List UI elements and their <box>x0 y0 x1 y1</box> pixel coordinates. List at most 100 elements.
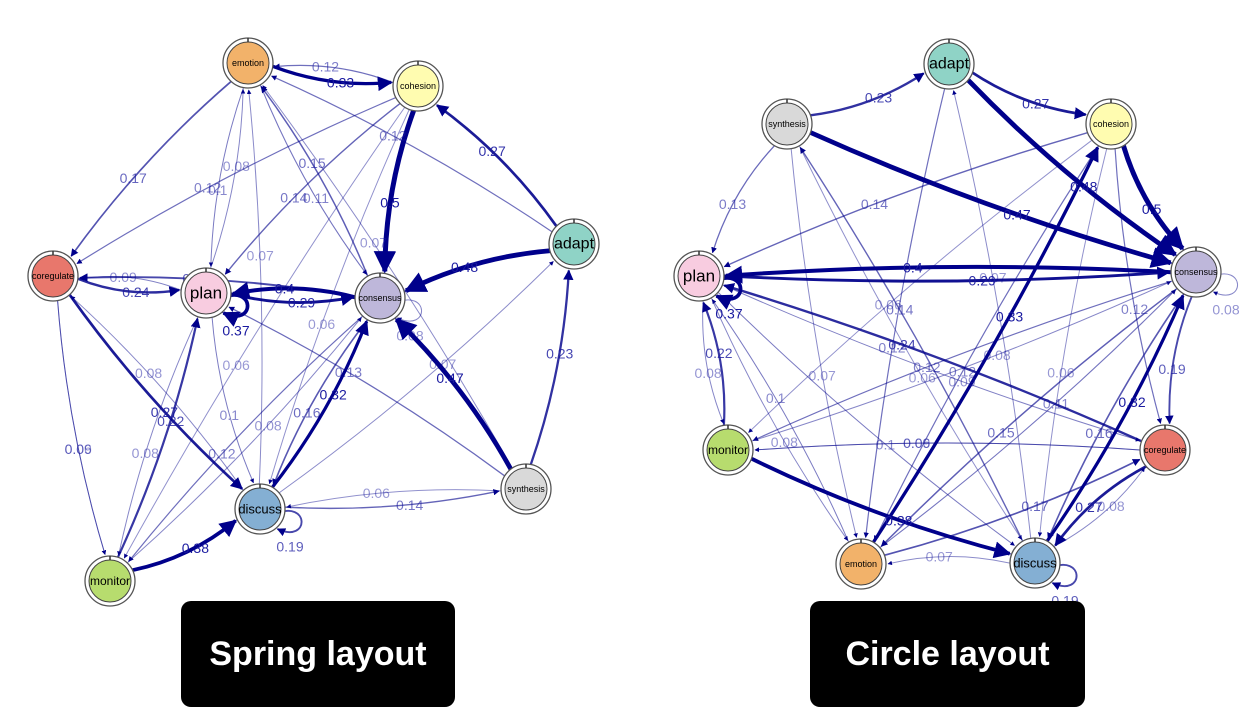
edge-monitor-to-discuss: 0.38 <box>132 519 237 573</box>
edge-cohesion-to-coregulate: 0.12 <box>76 96 397 265</box>
edge-line <box>752 280 1173 441</box>
edge-monitor-to-consensus: 0.08 <box>751 281 1172 442</box>
edge-weight-label: 0.29 <box>969 273 996 289</box>
edge-weight-label: 0.12 <box>913 359 940 375</box>
edge-line <box>262 85 513 469</box>
edge-weight-label: 0.33 <box>996 309 1023 325</box>
edge-coregulate-to-discuss: 0.27 <box>1054 465 1147 547</box>
edge-consensus-to-discuss: 0.16 <box>272 319 369 487</box>
edge-line <box>871 146 1100 544</box>
edge-discuss-to-consensus: 0.32 <box>271 320 369 489</box>
edge-weight-label: 0.5 <box>380 195 400 211</box>
edge-line <box>809 130 1173 268</box>
edge-weight-label: 0.12 <box>194 180 221 196</box>
edge-line <box>711 299 850 543</box>
edge-weight-label: 0.24 <box>122 284 149 300</box>
node-emotion[interactable]: emotion <box>835 538 887 590</box>
edge-line <box>799 146 1024 542</box>
edge-line <box>70 80 232 257</box>
edge-weight-label: 0.5 <box>1142 201 1162 217</box>
edge-plan-to-emotion: 0.08 <box>210 89 250 269</box>
spring-nodes: emotion cohesion adapt coregulate plan consen… <box>27 37 600 607</box>
edge-line <box>873 145 1100 542</box>
edge-synthesis-to-emotion: 0.07 <box>790 148 858 538</box>
edge-line <box>884 458 1141 557</box>
node-plan[interactable]: plan <box>180 267 232 319</box>
edge-discuss-to-emotion: 0.07 <box>247 89 274 485</box>
edge-plan-to-emotion: 0.08 <box>710 297 849 541</box>
edge-weight-label: 0.38 <box>182 540 209 556</box>
node-monitor[interactable]: monitor <box>84 555 136 607</box>
edge-coregulate-to-plan: 0.24 <box>723 283 1143 443</box>
edge-line <box>1165 296 1193 425</box>
node-synthesis[interactable]: synthesis <box>500 463 552 515</box>
edge-weight-label: 0.06 <box>909 370 936 386</box>
edge-consensus-to-coregulate: 0.19 <box>1158 296 1193 425</box>
edge-weight-label: 0.15 <box>298 155 325 171</box>
edge-emotion-to-coregulate: 0.17 <box>884 458 1141 557</box>
edge-line <box>723 266 1171 283</box>
edge-discuss-to-coregulate: 0.08 <box>1053 467 1146 548</box>
node-consensus[interactable]: consensus <box>354 272 406 324</box>
edge-weight-label: 0.22 <box>157 413 184 429</box>
edge-line <box>272 64 393 92</box>
node-coregulate[interactable]: coregulate <box>1139 424 1191 476</box>
edge-weight-label: 0.16 <box>1085 425 1112 441</box>
edge-consensus-to-plan: 0.4 <box>724 259 1172 284</box>
edge-line <box>748 139 1093 433</box>
edge-line <box>271 320 369 489</box>
spring-layout-caption: Spring layout <box>181 601 455 707</box>
edge-weight-label: 0.15 <box>987 425 1014 441</box>
node-monitor[interactable]: monitor <box>702 424 754 476</box>
node-emotion[interactable]: emotion <box>222 37 274 89</box>
node-coregulate[interactable]: coregulate <box>27 250 79 302</box>
edge-weight-label: 0.14 <box>886 301 913 317</box>
edge-discuss-to-adapt: 0.07 <box>278 261 554 494</box>
edge-line <box>284 489 500 510</box>
edge-adapt-to-cohesion: 0.27 <box>971 71 1087 120</box>
edge-weight-label: 0.24 <box>888 336 915 352</box>
node-adapt[interactable]: adapt <box>548 218 600 270</box>
edge-line <box>404 248 551 293</box>
edge-line <box>260 85 369 277</box>
edge-line <box>724 264 1172 284</box>
edge-line <box>971 71 1087 120</box>
node-cohesion[interactable]: cohesion <box>1085 98 1137 150</box>
edge-weight-label: 0.4 <box>275 280 295 296</box>
edge-weight-label: 0.32 <box>1118 394 1145 410</box>
node-discuss[interactable]: discuss <box>234 483 286 535</box>
node-consensus[interactable]: consensus <box>1170 246 1222 298</box>
node-label: synthesis <box>768 119 806 129</box>
edge-line <box>57 300 107 555</box>
edge-weight-label: 0.48 <box>451 259 478 275</box>
edge-line <box>798 145 1023 540</box>
edge-plan-to-consensus: 0.29 <box>230 292 355 311</box>
node-discuss[interactable]: discuss <box>1009 537 1061 589</box>
edge-weight-label: 0.38 <box>885 512 912 528</box>
edge-weight-label: 0.17 <box>120 170 147 186</box>
node-cohesion[interactable]: cohesion <box>392 60 444 112</box>
node-adapt[interactable]: adapt <box>923 38 975 90</box>
edge-weight-label: 0.12 <box>1121 301 1148 317</box>
edge-line <box>70 295 244 491</box>
node-label: adapt <box>554 236 595 253</box>
circle-layout-caption: Circle layout <box>810 601 1085 707</box>
edge-emotion-to-cohesion: 0.33 <box>871 146 1100 544</box>
edge-line <box>208 87 244 267</box>
node-plan[interactable]: plan <box>673 250 725 302</box>
edge-cohesion-to-discuss: 0.06 <box>268 109 410 485</box>
edge-plan-to-coregulate: 0.09 <box>722 284 1141 442</box>
edge-weight-label: 0.27 <box>1075 499 1102 515</box>
edge-line <box>373 109 416 274</box>
edge-line <box>702 301 726 426</box>
edge-line <box>1053 467 1146 548</box>
edge-cohesion-to-consensus: 0.5 <box>1121 144 1185 251</box>
edge-consensus-to-emotion: 0.15 <box>260 85 369 277</box>
edge-plan-to-monitor: 0.08 <box>694 300 725 424</box>
edge-weight-label: 0.29 <box>288 295 315 311</box>
node-label: adapt <box>929 56 970 73</box>
edge-line <box>754 442 1141 452</box>
edge-line <box>211 317 254 484</box>
node-synthesis[interactable]: synthesis <box>761 98 813 150</box>
edge-cohesion-to-consensus: 0.5 <box>373 109 416 274</box>
